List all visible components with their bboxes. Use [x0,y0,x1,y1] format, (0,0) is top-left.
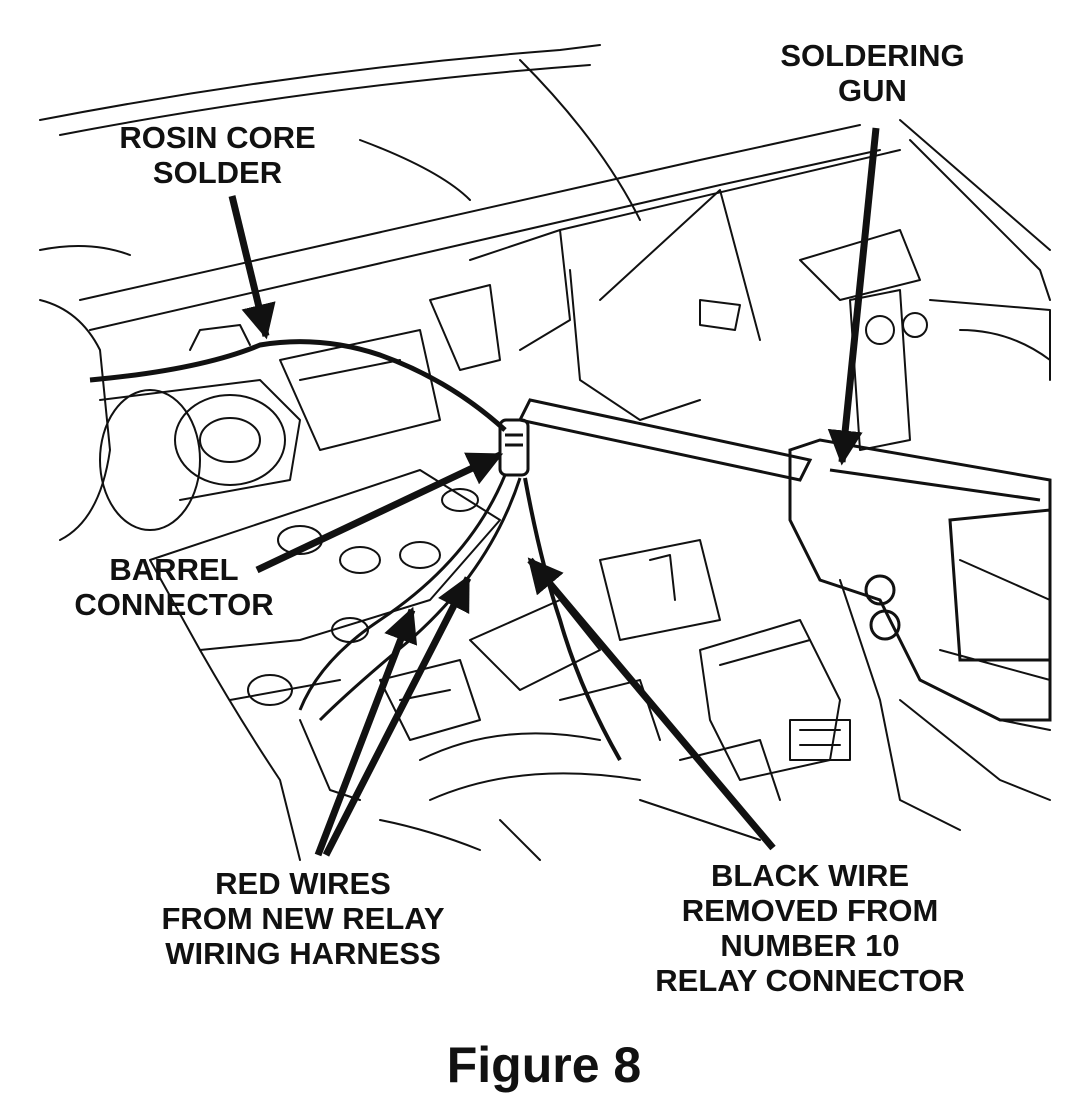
label-line: ROSIN CORE [119,120,316,155]
arrow-black-wire [527,557,776,851]
label-line: SOLDERING [780,38,965,73]
label-black-wire: BLACK WIRE REMOVED FROM NUMBER 10 RELAY … [640,858,980,998]
arrow-soldering-gun [827,127,880,466]
label-line: RED WIRES [215,866,391,901]
label-rosin-core-solder: ROSIN CORE SOLDER [105,120,330,190]
label-line: NUMBER 10 [720,928,900,963]
soldering-gun [517,398,1052,722]
barrel-connector [498,418,530,477]
arrow-red-wires-1 [314,606,418,857]
label-line: REMOVED FROM [681,893,939,928]
label-line: RELAY CONNECTOR [655,963,965,998]
label-line: SOLDER [152,155,283,190]
arrow-barrel-connector [255,451,504,574]
background-linework [39,44,1051,861]
red-wires [298,474,522,722]
leader-arrows [228,127,880,857]
label-barrel-connector: BARREL CONNECTOR [68,552,280,622]
label-line: BARREL [109,552,239,587]
label-soldering-gun: SOLDERING GUN [765,38,980,108]
figure-title: Figure 8 [446,1037,642,1093]
label-line: GUN [838,73,907,108]
label-line: WIRING HARNESS [165,936,441,971]
arrow-red-wires-2 [322,574,472,857]
label-line: FROM NEW RELAY [161,901,445,936]
label-red-wires: RED WIRES FROM NEW RELAY WIRING HARNESS [148,866,458,971]
rosin-core-solder-wire [89,339,507,432]
black-wire [523,477,622,761]
arrow-rosin-core-solder [228,195,276,340]
label-line: BLACK WIRE [710,858,910,893]
label-line: CONNECTOR [74,587,274,622]
